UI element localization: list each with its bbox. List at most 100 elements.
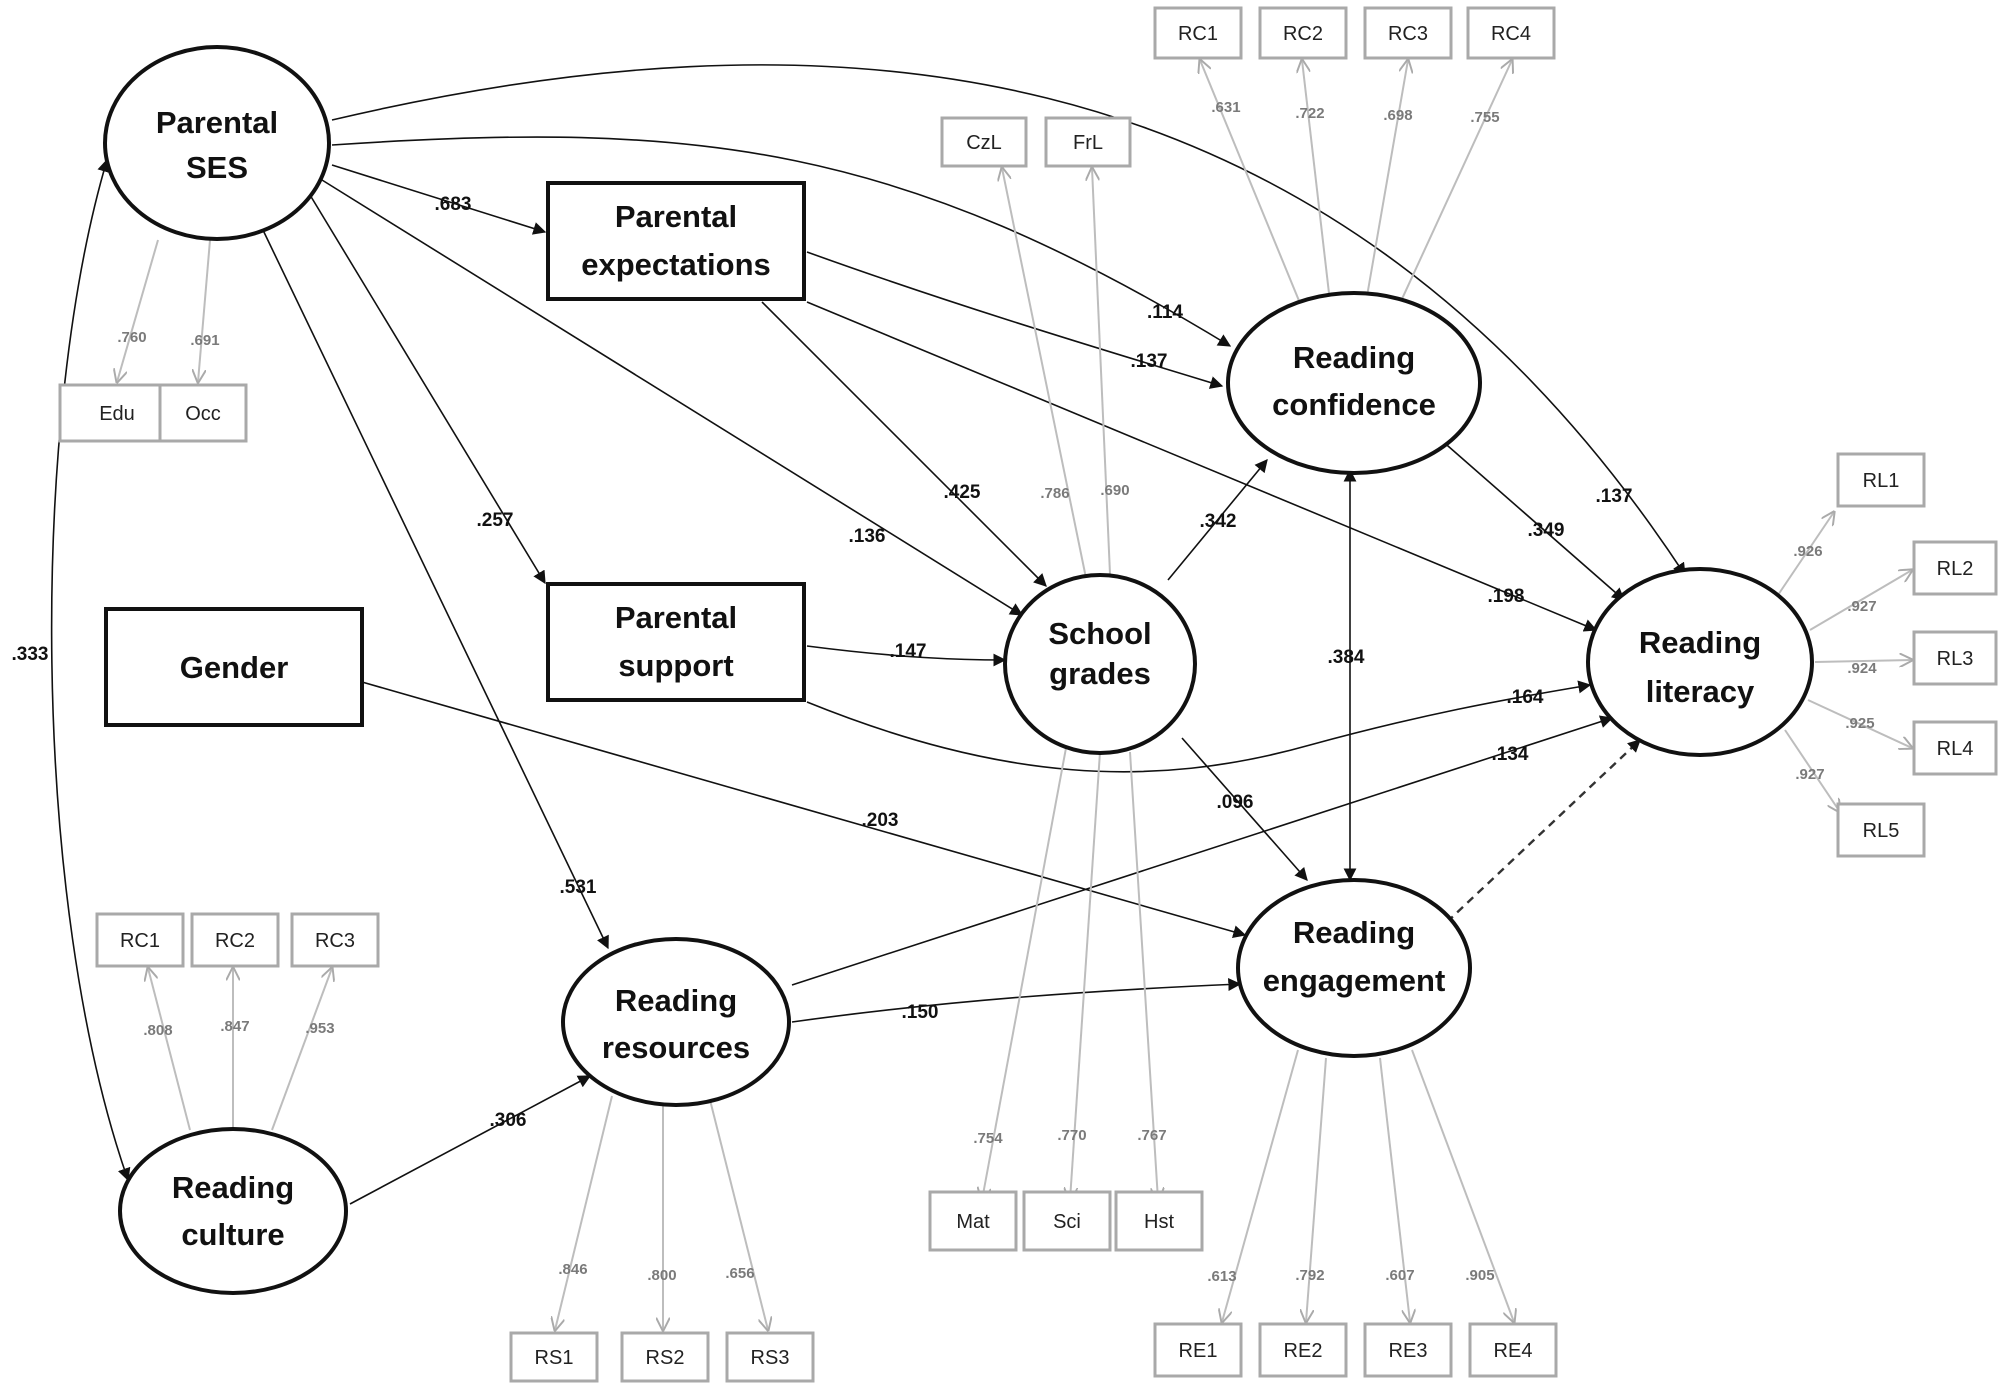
parental-support-label-2: support — [618, 648, 733, 683]
latent-reading-culture: Reading culture — [118, 1127, 348, 1295]
loading-engagement-re4: .905 — [1465, 1267, 1494, 1284]
coef-grades-engagement: .096 — [1217, 792, 1254, 813]
coef-ses-grades: .136 — [849, 526, 886, 547]
loading-resources-rs1: .846 — [558, 1261, 587, 1278]
indicator-frl: FrL — [1073, 132, 1103, 154]
measurement-lines — [117, 60, 1912, 1330]
loading-culture-rc3: .953 — [305, 1020, 334, 1037]
coef-expectations-literacy: .198 — [1488, 586, 1525, 607]
path-support-literacy — [806, 680, 1592, 773]
indicator-confidence-rc1: RC1 — [1178, 23, 1218, 45]
indicator-culture-rc3: RC3 — [315, 930, 355, 952]
loading-engagement-re3: .607 — [1385, 1267, 1414, 1284]
indicators-resources: RS1 RS2 RS3 — [509, 1331, 815, 1383]
loading-confidence-rc4: .755 — [1470, 109, 1499, 126]
path-ses-grades — [321, 179, 1024, 616]
indicator-re4: RE4 — [1494, 1340, 1533, 1362]
loading-literacy-rl3: .924 — [1847, 660, 1877, 677]
loading-engagement-re2: .792 — [1295, 1267, 1324, 1284]
coef-support-literacy: .164 — [1507, 687, 1544, 708]
coefficient-labels: .333 .683 .257 .136 .531 .114 .137 .425 … — [12, 194, 1633, 1131]
path-grades-engagement — [1181, 737, 1308, 881]
loading-resources-rs2: .800 — [647, 1267, 676, 1284]
loading-confidence-rc1: .631 — [1211, 99, 1240, 116]
loading-grades-frl: .690 — [1100, 482, 1129, 499]
path-confidence-literacy — [1431, 431, 1625, 601]
indicator-hst: Hst — [1144, 1211, 1174, 1233]
structural-paths — [50, 64, 1686, 1205]
reading-engagement-label-2: engagement — [1263, 963, 1446, 998]
loading-culture-rc1: .808 — [143, 1022, 172, 1039]
path-ses-literacy — [331, 64, 1686, 577]
indicators-engagement: RE1 RE2 RE3 RE4 — [1153, 1322, 1558, 1378]
reading-literacy-label-1: Reading — [1639, 625, 1761, 660]
coef-resources-engagement: .150 — [902, 1002, 939, 1023]
indicator-culture-rc1: RC1 — [120, 930, 160, 952]
path-ses-support — [309, 194, 546, 585]
indicator-sci: Sci — [1053, 1211, 1081, 1233]
coef-gender-engagement: .203 — [862, 810, 899, 831]
loading-ses-edu: .760 — [117, 329, 146, 346]
indicator-confidence-rc3: RC3 — [1388, 23, 1428, 45]
indicators-ses: Edu Occ — [58, 383, 248, 443]
reading-resources-label-2: resources — [602, 1030, 750, 1065]
latent-parental-ses: Parental SES — [103, 45, 331, 241]
indicator-re2: RE2 — [1284, 1340, 1323, 1362]
indicator-rs2: RS2 — [646, 1347, 685, 1369]
path-expectations-grades — [761, 301, 1047, 587]
path-resources-engagement — [791, 978, 1242, 1023]
path-ses-expectations — [331, 164, 547, 235]
indicator-confidence-rc4: RC4 — [1491, 23, 1531, 45]
coef-ses-resources: .531 — [560, 877, 597, 898]
loading-resources-rs3: .656 — [725, 1265, 754, 1282]
observed-gender: Gender — [104, 607, 364, 727]
indicators-confidence: RC1 RC2 RC3 RC4 — [1153, 6, 1556, 60]
indicators-grades-bottom: Mat Sci Hst — [928, 1190, 1204, 1252]
parental-ses-label-1: Parental — [156, 105, 278, 140]
parental-ses-label-2: SES — [186, 150, 248, 185]
coef-ses-culture: .333 — [12, 644, 49, 665]
indicators-grades-top: CzL FrL — [940, 116, 1132, 168]
loading-confidence-rc2: .722 — [1295, 105, 1324, 122]
coef-expectations-grades: .425 — [944, 482, 981, 503]
parental-expectations-label-1: Parental — [615, 199, 737, 234]
school-grades-label-1: School — [1048, 616, 1151, 651]
indicator-rs1: RS1 — [535, 1347, 574, 1369]
indicator-confidence-rc2: RC2 — [1283, 23, 1323, 45]
gender-label: Gender — [180, 650, 289, 685]
indicator-mat: Mat — [956, 1211, 990, 1233]
indicator-rl5: RL5 — [1863, 820, 1900, 842]
coef-ses-confidence: .114 — [1147, 302, 1183, 323]
coef-support-grades: .147 — [890, 641, 927, 662]
reading-confidence-label-1: Reading — [1293, 340, 1415, 375]
indicators-culture: RC1 RC2 RC3 — [95, 912, 380, 968]
loading-grades-hst: .767 — [1137, 1127, 1166, 1144]
coef-confidence-literacy: .349 — [1528, 520, 1565, 541]
loading-literacy-rl1: .926 — [1793, 543, 1822, 560]
loading-labels: .760 .691 .808 .847 .953 .846 .800 .656 … — [117, 99, 1877, 1285]
loading-engagement-re1: .613 — [1207, 1268, 1236, 1285]
indicators-literacy: RL1 RL2 RL3 RL4 RL5 — [1836, 452, 1998, 858]
reading-confidence-label-2: confidence — [1272, 387, 1436, 422]
school-grades-label-2: grades — [1049, 656, 1151, 691]
indicator-rl2: RL2 — [1937, 558, 1974, 580]
loading-literacy-rl4: .925 — [1845, 715, 1874, 732]
coef-expectations-confidence: .137 — [1131, 351, 1168, 372]
parental-expectations-label-2: expectations — [581, 247, 771, 282]
indicator-re3: RE3 — [1389, 1340, 1428, 1362]
path-expectations-confidence — [806, 251, 1224, 389]
coef-confidence-engagement: .384 — [1328, 647, 1365, 668]
observed-parental-expectations: Parental expectations — [546, 181, 806, 301]
path-expectations-literacy — [806, 301, 1598, 632]
reading-literacy-label-2: literacy — [1646, 674, 1755, 709]
latent-reading-literacy: Reading literacy — [1586, 567, 1814, 757]
loading-grades-czl: .786 — [1040, 485, 1069, 502]
latent-reading-resources: Reading resources — [561, 937, 791, 1107]
coef-culture-resources: .306 — [490, 1110, 527, 1131]
indicator-edu: Edu — [99, 403, 135, 425]
loading-confidence-rc3: .698 — [1383, 107, 1412, 124]
path-resources-literacy — [791, 715, 1614, 986]
indicator-rl4: RL4 — [1937, 738, 1974, 760]
loading-literacy-rl5: .927 — [1795, 766, 1824, 783]
